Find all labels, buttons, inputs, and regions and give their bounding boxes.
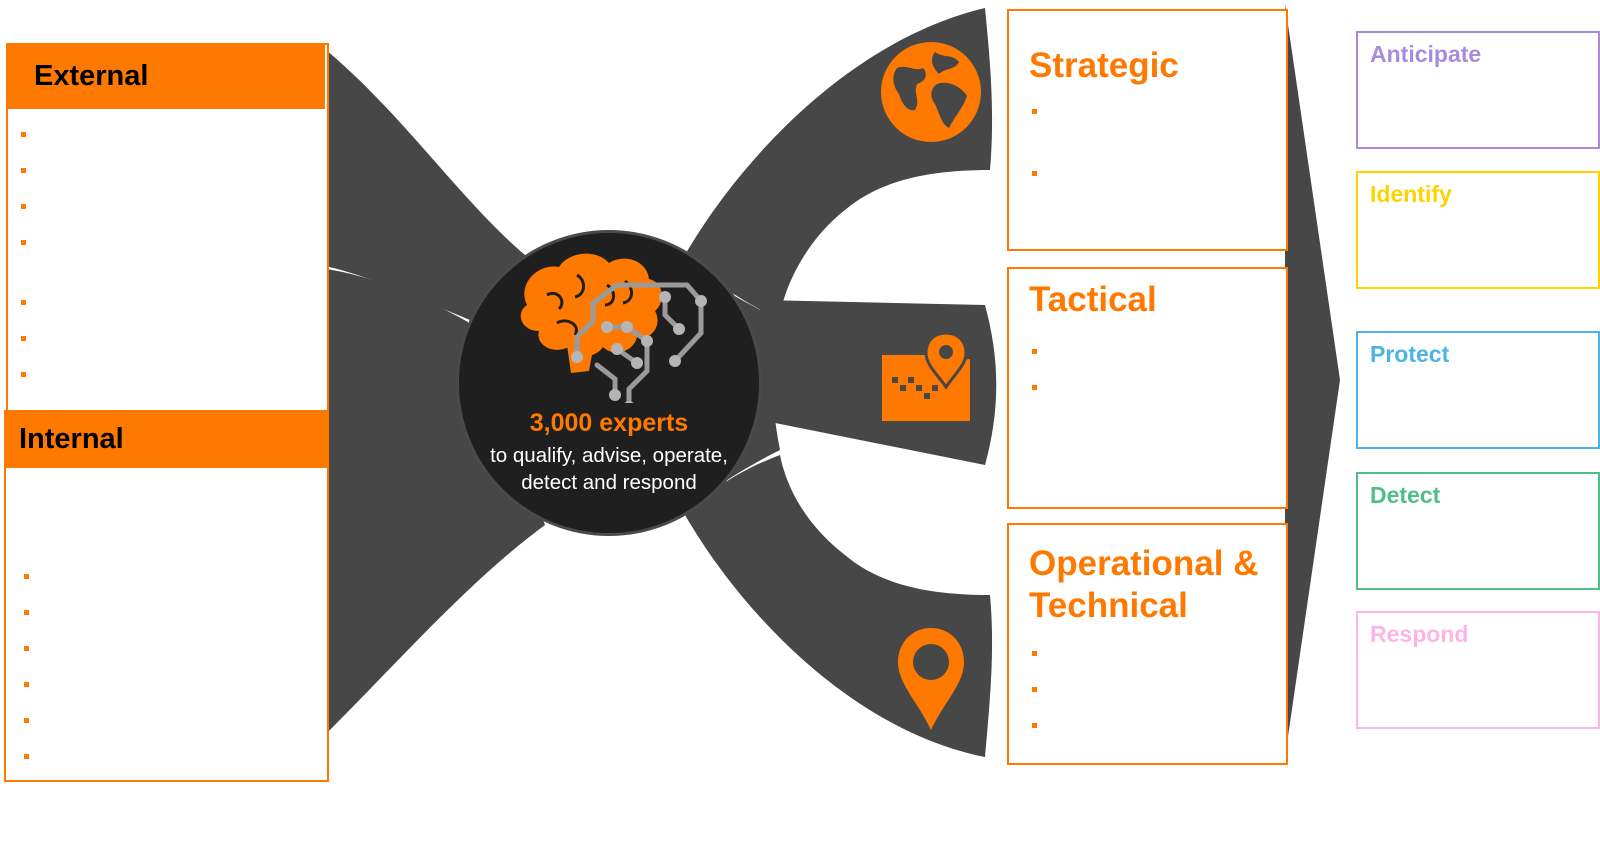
external-flow-band: [320, 45, 525, 320]
tactical-bullet: [1032, 349, 1037, 354]
function-label-identify: Identify: [1370, 181, 1452, 207]
function-box-respond: Respond: [1356, 611, 1600, 729]
internal-panel: [4, 410, 329, 782]
operational-bullet: [1032, 651, 1037, 656]
location-pin-icon: [898, 628, 964, 730]
external-bullet: [21, 168, 26, 173]
external-header: External: [6, 43, 325, 109]
function-box-protect: Protect: [1356, 331, 1600, 449]
function-label-detect: Detect: [1370, 482, 1441, 508]
internal-bullet: [24, 646, 29, 651]
experts-hub: 3,000 experts to qualify, advise, operat…: [456, 230, 762, 536]
internal-title: Internal: [19, 422, 124, 455]
strategic-bullet: [1032, 171, 1037, 176]
functions-arrow: [1285, 4, 1340, 757]
external-bullet: [21, 132, 26, 137]
function-label-protect: Protect: [1370, 341, 1450, 367]
internal-bullet: [24, 682, 29, 687]
experts-description: to qualify, advise, operate, detect and …: [490, 444, 728, 494]
external-title: External: [34, 59, 149, 92]
map-pin-icon: [882, 333, 970, 421]
function-box-anticipate: Anticipate: [1356, 31, 1600, 149]
function-label-anticipate: Anticipate: [1370, 41, 1482, 67]
tactical-bullet: [1032, 385, 1037, 390]
operational-box: Operational & Technical: [1007, 523, 1288, 765]
operational-bullet: [1032, 723, 1037, 728]
function-label-respond: Respond: [1370, 621, 1469, 647]
external-bullet: [21, 240, 26, 245]
internal-bullet: [24, 610, 29, 615]
tactical-title: Tactical: [1029, 280, 1157, 319]
operational-bullet: [1032, 687, 1037, 692]
tactical-box: Tactical: [1007, 267, 1288, 509]
function-box-identify: Identify: [1356, 171, 1600, 289]
external-bullet: [21, 204, 26, 209]
brain-circuit-icon: [520, 253, 707, 403]
function-box-detect: Detect: [1356, 472, 1600, 590]
strategic-bullet: [1032, 109, 1037, 114]
globe-icon: [881, 42, 981, 142]
external-bullet: [21, 372, 26, 377]
internal-bullet: [24, 574, 29, 579]
internal-bullet: [24, 754, 29, 759]
experts-count: 3,000 experts: [529, 409, 689, 437]
external-bullet: [21, 300, 26, 305]
internal-bullet: [24, 718, 29, 723]
internal-header: Internal: [4, 410, 327, 468]
operational-title: Operational & Technical: [1029, 544, 1259, 625]
strategic-title: Strategic: [1029, 46, 1179, 85]
strategic-box: Strategic: [1007, 9, 1288, 251]
external-bullet: [21, 336, 26, 341]
